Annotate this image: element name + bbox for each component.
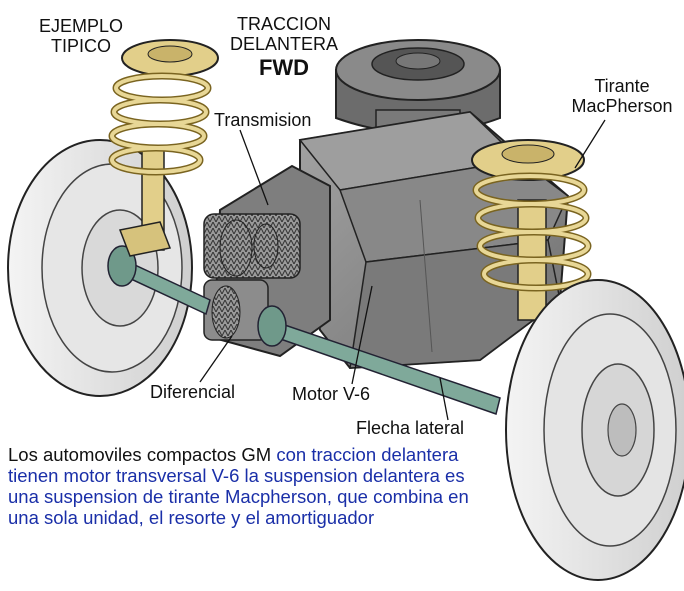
label-tirante-line1: Tirante [594,76,650,96]
engine-block [298,110,570,370]
label-motor-v6: Motor V-6 [292,384,371,404]
transmission [203,164,331,358]
label-ejemplo-line2: TIPICO [50,36,111,56]
right-wheel [505,279,684,581]
label-diferencial: Diferencial [150,382,236,402]
label-ejemplo-line1: EJEMPLO [38,16,124,36]
leader-lines [199,119,606,421]
caption-blue-text: con traccion delantera tienen motor tran… [8,444,469,528]
label-tirante-macpherson: Tirante MacPherson [560,76,684,116]
caption-black-text: Los automoviles compactos GM [8,444,277,465]
caption-paragraph: Los automoviles compactos GM con traccio… [8,444,488,528]
right-strut [471,139,592,321]
label-transmision: Transmision [214,110,312,130]
label-ejemplo-typico: EJEMPLO TIPICO [26,16,136,56]
label-fwd: FWD [258,55,310,80]
left-strut [108,39,219,257]
label-traccion-line2: DELANTERA [229,34,339,54]
right-drive-shaft [257,305,501,415]
label-tirante-line2: MacPherson [571,96,673,116]
label-flecha-lateral: Flecha lateral [356,418,465,438]
label-traccion-line1: TRACCION [237,14,331,34]
left-drive-shaft [107,245,211,316]
label-traccion-delantera: TRACCION DELANTERA FWD [214,14,354,82]
